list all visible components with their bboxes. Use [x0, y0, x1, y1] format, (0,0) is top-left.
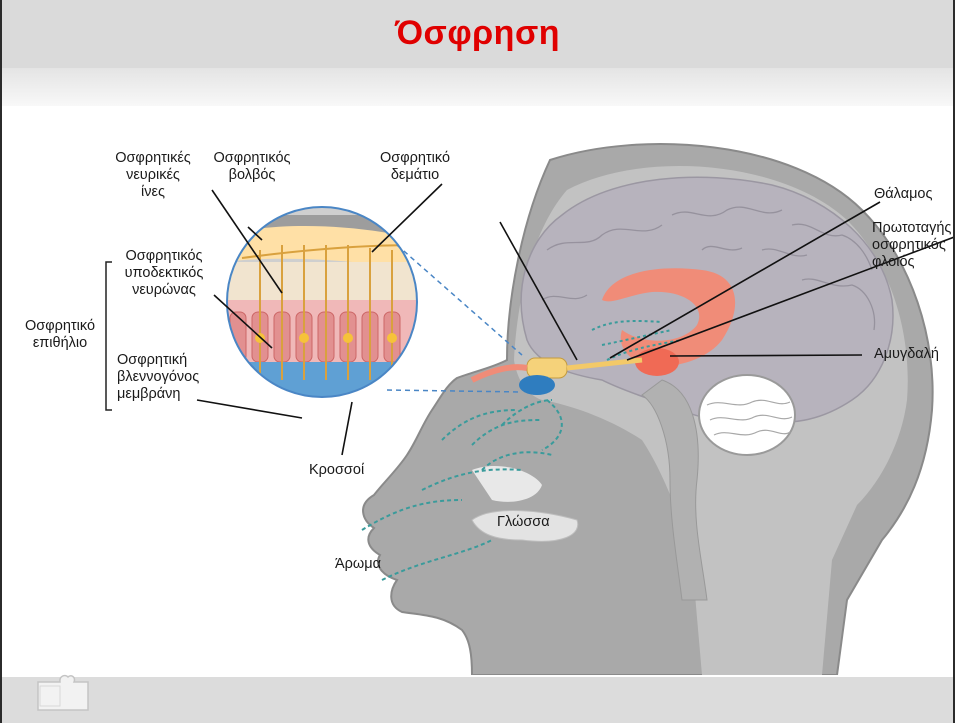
footer-bar — [2, 677, 953, 723]
label-olfactory-receptor-neuron: Οσφρητικός υποδεκτικός νευρώνας — [114, 248, 214, 299]
label-thalamus: Θάλαμος — [874, 186, 954, 203]
label-olfactory-mucous-membrane: Οσφρητική βλεννογόνος μεμβράνη — [117, 352, 212, 403]
label-primary-olfactory-cortex: Πρωτοταγής οσφρητικός φλοιός — [872, 220, 955, 271]
epithelium-bracket — [106, 262, 112, 410]
label-amygdala: Αμυγδαλή — [874, 346, 954, 363]
label-odor: Άρωμα — [335, 556, 405, 573]
label-olfactory-bulb: Οσφρητικός βολβός — [207, 150, 297, 184]
label-olfactory-epithelium: Οσφρητικό επιθήλιο — [16, 318, 104, 352]
olfactory-bulb-small — [527, 358, 567, 378]
slide-title: Όσφρηση — [2, 14, 953, 53]
puzzle-piece-icon — [32, 666, 94, 723]
label-olfactory-tract: Οσφρητικό δεμάτιο — [370, 150, 460, 184]
title-band — [2, 68, 953, 106]
cerebellum — [699, 375, 795, 455]
label-tongue: Γλώσσα — [497, 514, 567, 531]
label-cilia: Κροσσοί — [309, 462, 389, 479]
label-olfactory-nerve-fibers: Οσφρητικές νευρικές ίνες — [108, 150, 198, 201]
olfactory-mucosa-patch — [519, 375, 555, 395]
